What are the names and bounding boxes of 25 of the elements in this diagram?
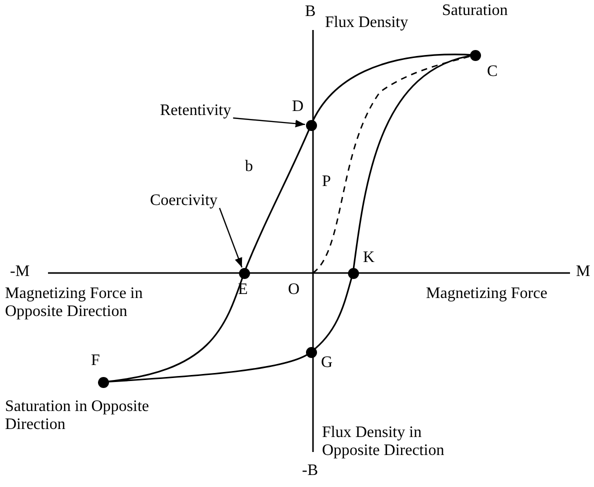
curve-label: P bbox=[322, 173, 331, 191]
axis-label: B bbox=[305, 3, 316, 21]
axis-title: Magnetizing Force bbox=[426, 285, 548, 303]
origin-label: O bbox=[288, 281, 300, 299]
axis-label: -B bbox=[302, 462, 318, 480]
curve-point bbox=[292, 98, 317, 131]
point-letter: K bbox=[363, 249, 375, 267]
curve-label: b bbox=[245, 158, 253, 176]
curve-point bbox=[91, 352, 109, 388]
axis-title: Flux Density bbox=[325, 14, 408, 32]
point-letter: F bbox=[91, 352, 100, 370]
axis-title: Magnetizing Force in Opposite Direction bbox=[5, 285, 144, 321]
leader-arrow bbox=[233, 117, 306, 128]
axis-label: -M bbox=[10, 263, 30, 281]
callout-label: Retentivity bbox=[160, 102, 232, 120]
point-caption: Saturation bbox=[442, 2, 508, 20]
point-letter: G bbox=[321, 354, 333, 372]
point-letter: C bbox=[487, 63, 498, 81]
axis-label: M bbox=[576, 263, 590, 281]
point-caption: Saturation in Opposite Direction bbox=[5, 398, 150, 434]
point-letter: D bbox=[292, 98, 304, 116]
axis-title: Flux Density in Opposite Direction bbox=[322, 424, 446, 460]
leader-arrow bbox=[218, 208, 242, 268]
curve-point bbox=[347, 249, 375, 279]
callout-label: Coercivity bbox=[150, 192, 218, 210]
